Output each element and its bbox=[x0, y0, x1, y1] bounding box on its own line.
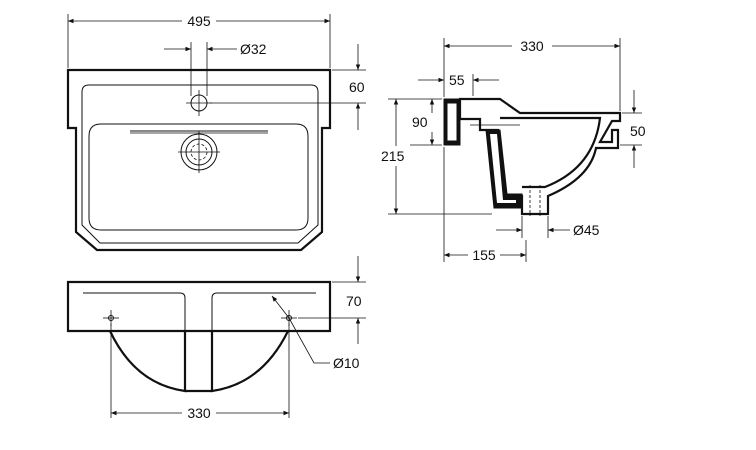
dim-overall-width: 495 bbox=[187, 13, 211, 29]
fixing-hole-left bbox=[103, 310, 119, 326]
plan-view: 495 Ø32 60 bbox=[66, 13, 366, 252]
waste-outlet bbox=[178, 131, 220, 173]
dim-overflow-offset: 55 bbox=[449, 72, 465, 88]
dim-tap-hole: Ø32 bbox=[240, 41, 267, 57]
tap-hole bbox=[186, 90, 212, 116]
front-bowl bbox=[109, 330, 289, 393]
side-section-view: 330 55 90 215 50 Ø45 155 bbox=[381, 38, 646, 263]
dim-total-height: 215 bbox=[381, 148, 405, 164]
dim-tap-offset: 60 bbox=[349, 79, 365, 95]
dim-waste: Ø45 bbox=[573, 222, 600, 238]
dim-upper-height: 90 bbox=[412, 114, 428, 130]
basin-deck bbox=[81, 84, 319, 244]
front-rim bbox=[66, 280, 332, 333]
bowl-inner bbox=[500, 116, 602, 189]
dim-front-depth: 70 bbox=[346, 293, 362, 309]
front-view: 70 Ø10 330 bbox=[66, 256, 366, 421]
basin-bowl bbox=[88, 123, 309, 231]
dim-rim-height: 50 bbox=[630, 123, 646, 139]
dim-fixing-centres: 330 bbox=[187, 405, 211, 421]
dim-fixing-hole: Ø10 bbox=[333, 355, 360, 371]
dim-waste-offset: 155 bbox=[472, 247, 496, 263]
basin-outline bbox=[66, 68, 332, 252]
dim-side-depth: 330 bbox=[520, 38, 544, 54]
